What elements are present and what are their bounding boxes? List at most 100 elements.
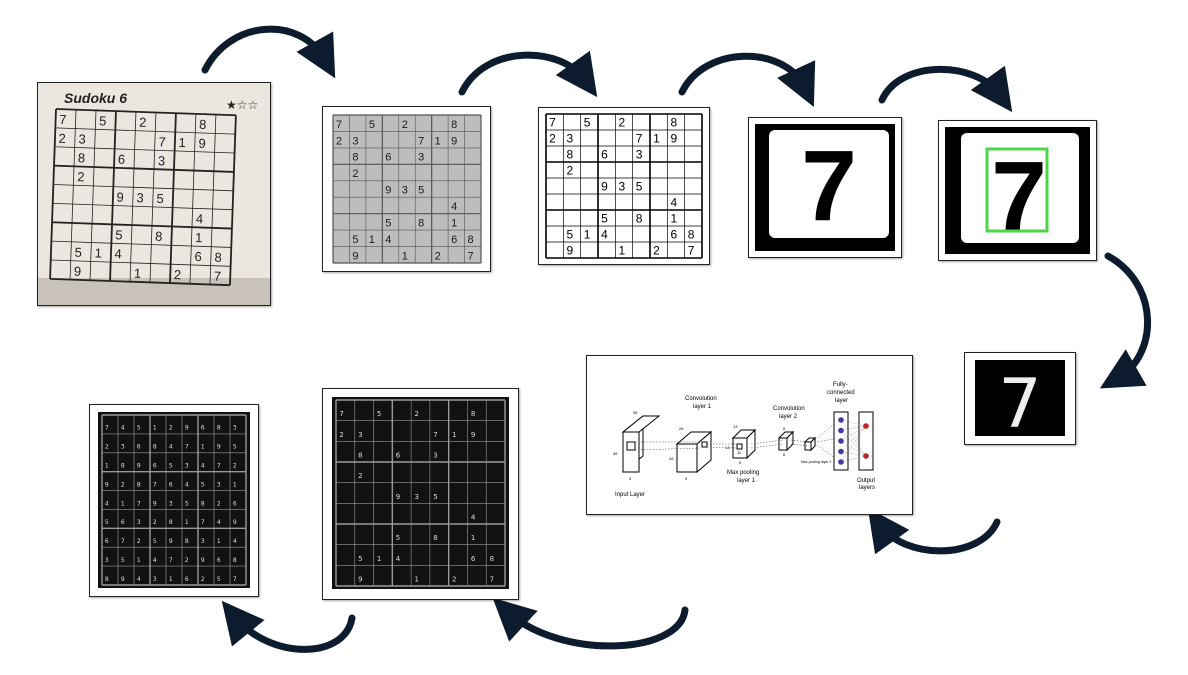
grid-digit: 1 — [153, 425, 157, 432]
grid-digit: 1 — [233, 481, 237, 488]
output-label-2: layers — [859, 485, 875, 491]
grid-digit: 3 — [352, 135, 358, 147]
grid-digit: 8 — [153, 444, 157, 451]
fc-output-link — [840, 455, 867, 463]
digit-bounding-box — [985, 147, 1049, 233]
grid-digit: 1 — [195, 230, 203, 245]
grid-digit: 1 — [584, 227, 591, 241]
grid-digit: 3 — [636, 147, 643, 161]
grid-digit: 7 — [201, 519, 205, 526]
grid-digit: 9 — [105, 481, 109, 488]
grid-digit: 2 — [435, 250, 441, 262]
grid-digit: 1 — [185, 519, 189, 526]
grid-line — [129, 111, 137, 282]
grid-digit: 2 — [452, 575, 456, 583]
fc-label-1: Fully- — [833, 382, 848, 388]
conv1-dim-depth: 9 — [685, 476, 688, 481]
arrow-recon-to-solution — [221, 600, 356, 653]
grid-digit: 7 — [169, 557, 173, 564]
output-layer-box — [858, 411, 874, 471]
grid-digit: 2 — [414, 410, 418, 418]
conv1-dim-left: 26 — [669, 456, 674, 461]
maxpool1-dim-left: 13 — [725, 445, 730, 450]
fc-output-link — [840, 451, 867, 457]
conv1-dim-top: 26 — [679, 426, 684, 431]
grid-digit: 7 — [688, 243, 695, 257]
grid-digit: 9 — [169, 538, 173, 545]
maxpool1-label-2: layer 1 — [737, 478, 756, 484]
grid-digit: 4 — [105, 500, 109, 507]
fc-output-link — [840, 425, 867, 442]
grid-digit: 8 — [105, 576, 109, 583]
conv2-cuboid — [777, 430, 795, 452]
fc-output-connections — [840, 419, 867, 463]
grid-digit: 5 — [233, 444, 237, 451]
grid-digit: 7 — [418, 135, 424, 147]
grid-digit: 6 — [670, 227, 677, 241]
grid-digit: 5 — [385, 217, 391, 229]
grid-digit: 8 — [217, 425, 221, 432]
grid-line — [169, 113, 177, 284]
grid-digit: 6 — [471, 555, 476, 563]
fc-label-3: layer — [835, 398, 848, 404]
fc-output-link — [840, 425, 867, 463]
grid-digit: 1 — [670, 211, 677, 225]
grid-digit: 6 — [451, 234, 457, 246]
grid-digit: 9 — [116, 189, 124, 204]
grid-digit: 9 — [121, 576, 125, 583]
grid-line — [109, 111, 117, 282]
grid-digit: 1 — [201, 444, 205, 451]
grid-digit: 2 — [336, 135, 342, 147]
grid-digit: 8 — [433, 534, 437, 542]
arrow-gray-to-binary — [458, 50, 598, 98]
grid-digit: 1 — [217, 538, 221, 545]
grid-digit: 1 — [414, 575, 418, 583]
grid-digit: 9 — [566, 243, 573, 257]
grid-line — [55, 127, 236, 135]
grid-digit: 9 — [74, 264, 82, 279]
grid-digit: 6 — [185, 576, 189, 583]
grid-line — [189, 113, 197, 284]
grid-digit: 1 — [653, 131, 660, 145]
grid-digit: 5 — [352, 234, 358, 246]
grid-digit: 2 — [339, 431, 343, 439]
grid-digit: 1 — [451, 217, 457, 229]
grid-digit: 9 — [198, 136, 206, 151]
grid-digit: 2 — [77, 169, 85, 184]
grid-digit: 2 — [121, 481, 125, 488]
maxpool1-cuboid — [731, 428, 757, 460]
grid-digit: 8 — [670, 115, 677, 129]
grid-line — [53, 164, 234, 173]
arrow-cnn-to-recon — [492, 597, 689, 650]
grid-digit: 8 — [185, 538, 189, 545]
grid-digit: 4 — [169, 444, 173, 451]
grid-digit: 1 — [134, 266, 142, 281]
grid-line — [49, 108, 57, 279]
grid-digit: 4 — [471, 513, 476, 521]
grid-digit: 1 — [369, 234, 375, 246]
grid-digit: 5 — [185, 500, 189, 507]
grid-digit: 4 — [196, 211, 204, 226]
grid-digit: 3 — [169, 500, 173, 507]
photo-rating-stars: ★☆☆ — [226, 98, 258, 112]
grid-digit: 2 — [402, 119, 408, 131]
grid-digit: 8 — [471, 410, 475, 418]
grid-digit: 3 — [217, 481, 221, 488]
grid-digit: 4 — [451, 201, 457, 213]
grid-digit: 3 — [105, 557, 109, 564]
grid-digit: 3 — [137, 519, 141, 526]
grid-digit: 9 — [358, 575, 362, 583]
grid-digit: 9 — [185, 425, 189, 432]
grid-digit: 7 — [549, 115, 556, 129]
grid-digit: 5 — [156, 191, 164, 206]
grid-digit: 3 — [433, 451, 437, 459]
grid-digit: 5 — [584, 115, 591, 129]
grid-digit: 5 — [153, 538, 157, 545]
grid-background — [333, 115, 481, 263]
grid-line — [55, 108, 236, 117]
conv2-label-2: layer 2 — [779, 414, 798, 420]
grid-digit: 3 — [78, 131, 86, 146]
